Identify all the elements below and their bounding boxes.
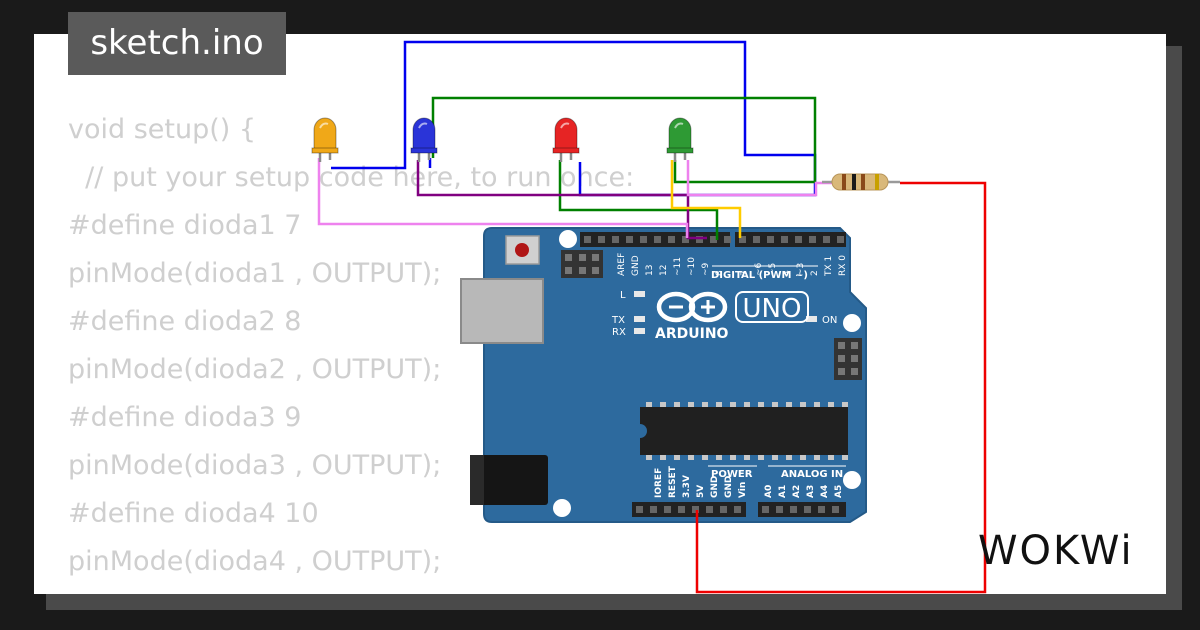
code-line: // put your setup code here, to run once… <box>68 162 635 193</box>
bottom-pin-label: A5 <box>834 485 844 498</box>
bottom-pin-label: GND <box>710 476 720 498</box>
bottom-pin-label: 5V <box>696 485 706 498</box>
analog-label: ANALOG IN <box>781 469 843 480</box>
bottom-pin-label: A1 <box>778 485 788 498</box>
code-line: #define dioda4 10 <box>68 498 319 529</box>
bottom-pin-label: RESET <box>668 465 678 498</box>
wire-purple <box>416 160 707 240</box>
wire-yellow <box>670 160 742 238</box>
code-line: pinMode(dioda3 , OUTPUT); <box>68 450 442 481</box>
usb-port <box>460 278 544 344</box>
code-line: #define dioda2 8 <box>68 306 302 337</box>
wire-pink-right <box>686 160 832 197</box>
bottom-pin-label: Vin <box>738 482 748 498</box>
top-pin-label: ~10 <box>687 257 697 276</box>
top-pin-label: AREF <box>617 253 627 276</box>
arduino-uno-board[interactable]: AREF GND 13 12 ~11 ~10 ~9 8 7 ~6 ~5 4 ~3 2 TX 1 RX 0 DI… <box>460 227 867 523</box>
code-line: #define dioda3 9 <box>68 402 302 433</box>
bottom-pin-label: GND <box>724 476 734 498</box>
bottom-pin-label: A0 <box>764 485 774 498</box>
board-brand: ARDUINO <box>655 326 729 342</box>
code-line: pinMode(dioda1 , OUTPUT); <box>68 258 442 289</box>
wires[interactable] <box>317 40 987 594</box>
icsp-header <box>561 250 603 278</box>
top-pin-label: ~11 <box>673 257 683 276</box>
top-pin-label: ~9 <box>701 262 711 276</box>
led-green[interactable] <box>666 117 694 162</box>
power-analog-pin-headers[interactable] <box>632 502 846 517</box>
tx-led-label: TX <box>611 315 625 326</box>
code-line: pinMode(dioda4 , OUTPUT); <box>68 546 442 577</box>
power-label: POWER <box>711 469 753 480</box>
reset-button-cap[interactable] <box>515 243 529 257</box>
file-tab-label: sketch.ino <box>90 23 264 63</box>
top-pin-label: ~3 <box>796 263 806 276</box>
top-pin-label: TX 1 <box>824 256 834 277</box>
rx-led-label: RX <box>612 327 626 338</box>
top-pin-label: ~5 <box>768 263 778 276</box>
wire-blue <box>331 40 817 197</box>
bottom-pin-label: IOREF <box>654 468 664 498</box>
top-pin-label: RX 0 <box>838 255 848 276</box>
bottom-pin-label: 3.3V <box>682 475 692 498</box>
bottom-pin-label: A3 <box>806 485 816 498</box>
led-red[interactable] <box>552 117 580 162</box>
atmega-chip <box>640 407 848 455</box>
top-pin-label: ~6 <box>754 262 764 276</box>
code-line: pinMode(dioda2 , OUTPUT); <box>68 354 442 385</box>
top-pin-label: 8 <box>715 270 725 276</box>
icsp2-header <box>834 338 862 380</box>
top-pin-label: 2 <box>810 270 820 276</box>
led-yellow[interactable] <box>311 117 339 162</box>
board-model: UNO <box>743 294 802 324</box>
top-pin-label: 12 <box>659 265 669 276</box>
resistor[interactable] <box>822 173 900 191</box>
file-tab[interactable]: sketch.ino <box>68 12 286 75</box>
power-jack <box>470 455 548 505</box>
wire-red <box>695 181 987 594</box>
l-led-label: L <box>620 290 626 301</box>
wire-green-pin <box>558 160 719 240</box>
top-pin-label: 4 <box>782 270 792 276</box>
led-blue[interactable] <box>410 117 438 162</box>
arduino-logo-icon <box>656 291 728 323</box>
code-line: void setup() { <box>68 114 257 145</box>
bottom-pin-label: A2 <box>792 485 802 498</box>
top-pin-label: GND <box>631 255 641 276</box>
code-preview: void setup() { // put your setup code he… <box>68 106 634 594</box>
wire-pink <box>317 158 689 238</box>
wokwi-logo: WOKWi <box>978 528 1134 574</box>
on-led-label: ON <box>822 315 837 326</box>
bottom-pin-label: A4 <box>820 485 830 498</box>
wokwi-logo-text: WOKWi <box>978 528 1134 574</box>
top-pin-label: 13 <box>645 265 655 276</box>
top-pin-label: 7 <box>740 270 750 276</box>
digital-label: DIGITAL (PWM ~) <box>711 270 808 281</box>
wire-green <box>431 96 817 184</box>
code-line: #define dioda1 7 <box>68 210 302 241</box>
